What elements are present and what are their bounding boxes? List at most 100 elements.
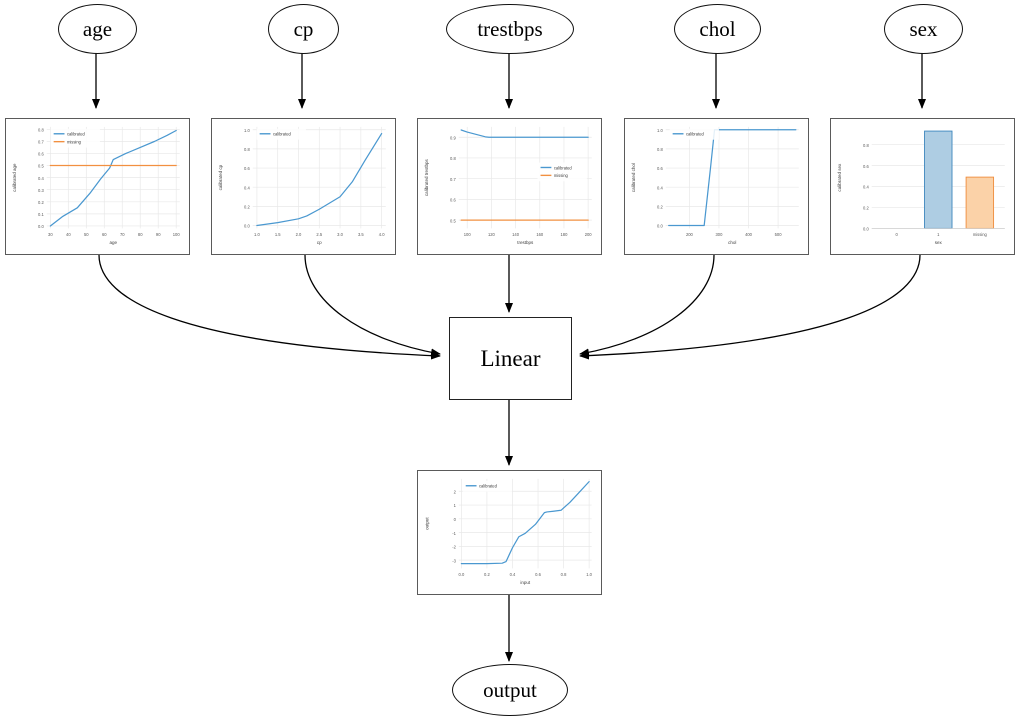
svg-text:90: 90	[156, 232, 161, 237]
svg-text:100: 100	[173, 232, 181, 237]
svg-text:0.4: 0.4	[657, 185, 663, 190]
svg-text:140: 140	[512, 232, 520, 237]
svg-text:1.0: 1.0	[244, 128, 250, 133]
svg-text:200: 200	[585, 232, 593, 237]
svg-text:0.0: 0.0	[657, 224, 663, 229]
svg-text:0.0: 0.0	[459, 572, 465, 577]
svg-text:0.2: 0.2	[484, 572, 490, 577]
svg-text:calibrated sex: calibrated sex	[837, 163, 842, 192]
svg-text:trestbps: trestbps	[517, 240, 534, 245]
svg-text:0.6: 0.6	[657, 166, 663, 171]
svg-text:0.6: 0.6	[244, 166, 250, 171]
svg-text:30: 30	[48, 232, 53, 237]
svg-text:1.0: 1.0	[657, 128, 663, 133]
edge-chol-plot-to-linear	[579, 254, 715, 357]
node-linear[interactable]: Linear	[449, 317, 572, 400]
node-cp[interactable]: cp	[268, 4, 339, 54]
svg-text:60: 60	[102, 232, 107, 237]
node-sex[interactable]: sex	[884, 4, 963, 54]
svg-text:0.8: 0.8	[244, 147, 250, 152]
svg-text:0.6: 0.6	[450, 198, 456, 203]
svg-text:0.4: 0.4	[244, 185, 250, 190]
svg-text:180: 180	[561, 232, 569, 237]
node-trestbps[interactable]: trestbps	[446, 4, 574, 54]
node-age[interactable]: age	[58, 4, 137, 54]
node-linear-label: Linear	[480, 345, 541, 371]
svg-text:0.5: 0.5	[450, 218, 456, 223]
svg-text:missing: missing	[554, 173, 569, 178]
edge-age-plot-to-linear	[98, 254, 441, 360]
svg-text:2.5: 2.5	[316, 232, 322, 237]
svg-text:cp: cp	[317, 240, 322, 245]
svg-text:300: 300	[716, 232, 724, 237]
node-output-label: output	[483, 677, 537, 702]
node-chol-label: chol	[699, 16, 736, 41]
svg-text:0.0: 0.0	[244, 224, 250, 229]
node-trestbps-label: trestbps	[477, 16, 543, 41]
svg-text:calibrated: calibrated	[67, 132, 86, 137]
svg-text:50: 50	[84, 232, 89, 237]
svg-text:0.4: 0.4	[510, 572, 516, 577]
svg-text:2.0: 2.0	[296, 232, 302, 237]
svg-text:calibrated: calibrated	[479, 484, 498, 489]
svg-text:400: 400	[745, 232, 753, 237]
svg-text:0.2: 0.2	[244, 205, 250, 210]
svg-text:0.8: 0.8	[863, 143, 869, 148]
svg-text:40: 40	[66, 232, 71, 237]
svg-text:0.6: 0.6	[863, 164, 869, 169]
svg-text:-2: -2	[452, 545, 456, 550]
svg-text:sex: sex	[935, 240, 943, 245]
svg-text:0.2: 0.2	[657, 205, 663, 210]
svg-text:calibrated: calibrated	[554, 165, 573, 170]
node-output[interactable]: output	[452, 664, 568, 716]
svg-text:4.0: 4.0	[379, 232, 385, 237]
svg-text:0.8: 0.8	[450, 156, 456, 161]
svg-text:1.5: 1.5	[275, 232, 281, 237]
svg-text:100: 100	[464, 232, 472, 237]
svg-text:age: age	[109, 240, 117, 245]
svg-text:120: 120	[488, 232, 496, 237]
svg-text:0.8: 0.8	[38, 127, 44, 132]
svg-text:0.5: 0.5	[38, 164, 44, 169]
svg-text:calibrated: calibrated	[273, 132, 292, 137]
svg-text:0: 0	[896, 232, 899, 237]
svg-text:0.8: 0.8	[561, 572, 567, 577]
svg-text:calibrated cp: calibrated cp	[218, 164, 223, 190]
svg-text:80: 80	[138, 232, 143, 237]
svg-text:0.3: 0.3	[38, 188, 44, 193]
svg-text:calibrated trestbps: calibrated trestbps	[424, 158, 429, 196]
svg-text:1.0: 1.0	[254, 232, 260, 237]
svg-text:chol: chol	[728, 240, 736, 245]
node-sex-label: sex	[909, 16, 938, 41]
node-chol[interactable]: chol	[674, 4, 761, 54]
svg-text:0: 0	[454, 517, 457, 522]
svg-text:500: 500	[775, 232, 783, 237]
svg-text:missing: missing	[973, 232, 988, 237]
svg-text:1: 1	[937, 232, 940, 237]
svg-text:calibrated chol: calibrated chol	[631, 163, 636, 192]
svg-text:output: output	[424, 517, 429, 530]
svg-text:0.2: 0.2	[38, 200, 44, 205]
edge-cp-plot-to-linear	[304, 254, 441, 357]
svg-text:0.7: 0.7	[450, 177, 456, 182]
svg-text:160: 160	[536, 232, 544, 237]
svg-text:0.4: 0.4	[863, 185, 869, 190]
svg-text:1: 1	[454, 503, 457, 508]
node-cp-label: cp	[293, 16, 314, 41]
svg-text:3.0: 3.0	[337, 232, 343, 237]
svg-text:-1: -1	[452, 531, 456, 536]
svg-text:70: 70	[120, 232, 125, 237]
svg-text:0.4: 0.4	[38, 176, 44, 181]
svg-text:0.7: 0.7	[38, 140, 44, 145]
svg-text:calibrated age: calibrated age	[12, 163, 17, 192]
